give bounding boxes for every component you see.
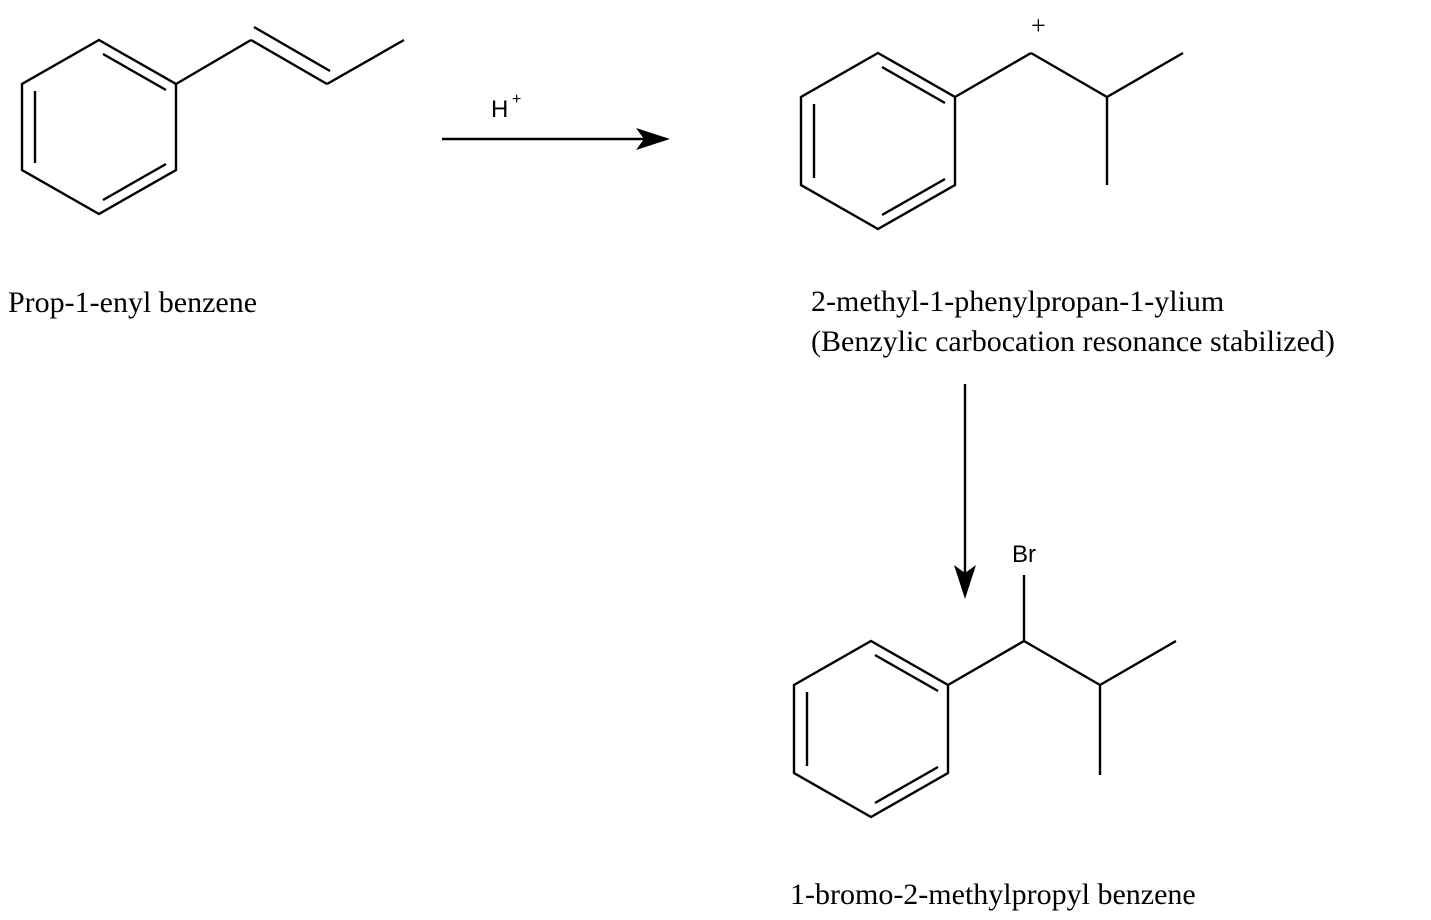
benzene-ring bbox=[799, 51, 957, 231]
molecule-bromo-product bbox=[792, 575, 1177, 819]
reaction-arrow-protonation bbox=[442, 128, 670, 150]
propenyl-chain bbox=[175, 25, 405, 86]
carbocation-charge: + bbox=[1031, 11, 1046, 40]
isobutyl-chain bbox=[954, 51, 1184, 185]
benzene-ring bbox=[792, 639, 950, 819]
molecule-prop-1-enyl-benzene bbox=[20, 25, 405, 216]
reagent-charge: + bbox=[512, 91, 521, 108]
caption-bromo-product: 1-bromo-2-methylpropyl benzene bbox=[790, 878, 1196, 911]
caption-carbocation-name: 2-methyl-1-phenylpropan-1-ylium bbox=[811, 285, 1224, 318]
bromine-atom-label: Br bbox=[1012, 541, 1036, 568]
reaction-arrow-bromide-addition bbox=[954, 384, 976, 599]
molecule-carbocation bbox=[799, 51, 1184, 231]
reagent-symbol: H bbox=[491, 96, 508, 123]
caption-prop-1-enyl-benzene: Prop-1-enyl benzene bbox=[8, 286, 257, 319]
bromoisobutyl-chain bbox=[947, 575, 1177, 775]
benzene-ring bbox=[20, 38, 178, 216]
caption-carbocation-note: (Benzylic carbocation resonance stabiliz… bbox=[811, 325, 1335, 358]
